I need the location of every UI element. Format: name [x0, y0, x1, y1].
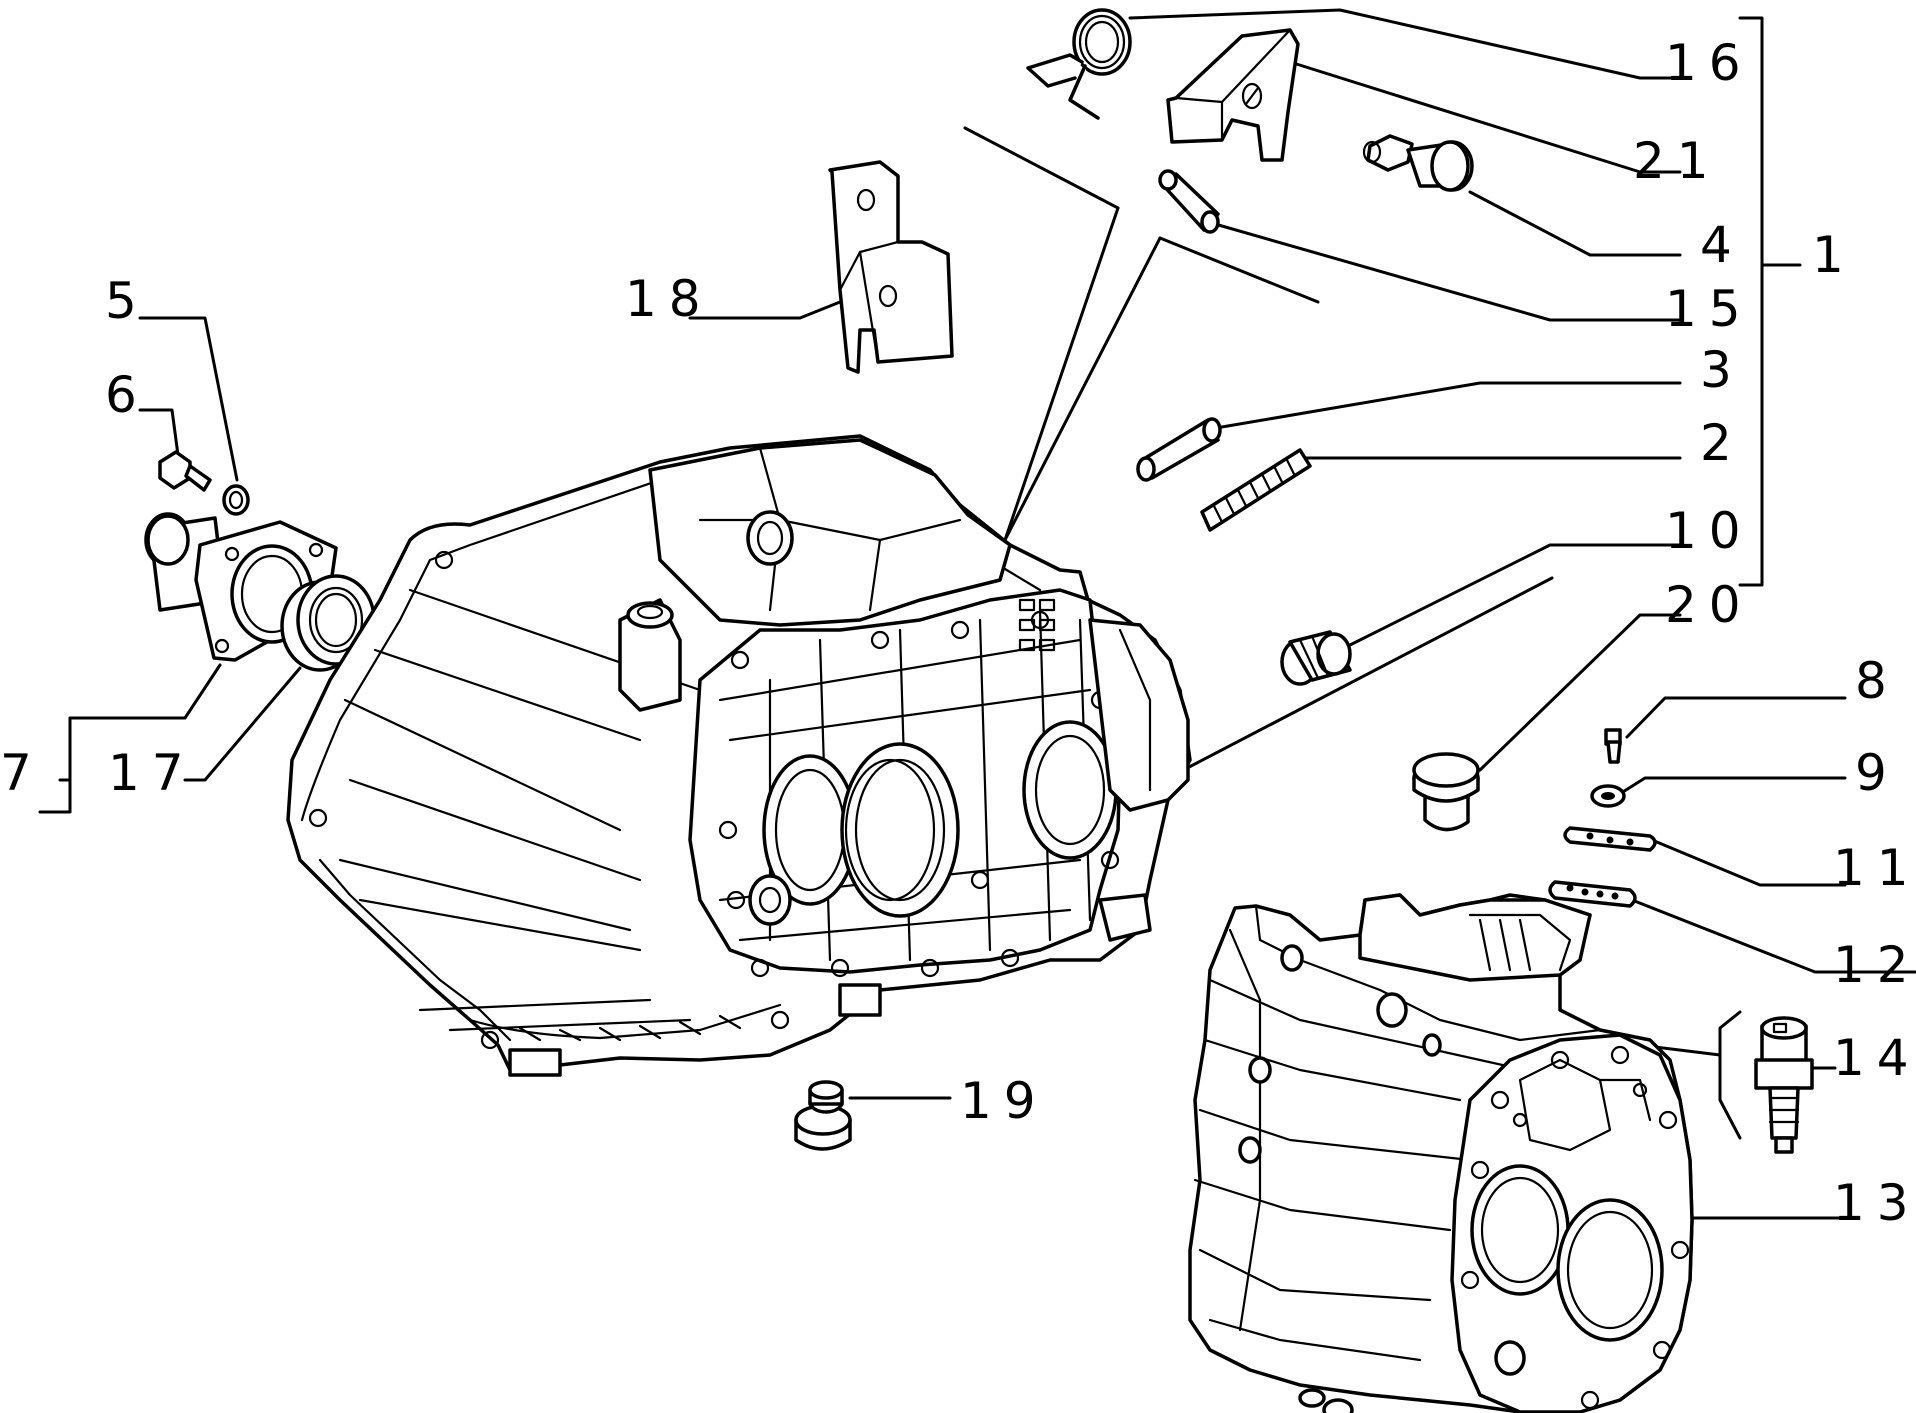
plate-bracket-part	[828, 160, 954, 374]
pivot-pin-part	[1362, 134, 1474, 192]
washer-9	[1590, 784, 1626, 808]
guide-sleeve-7	[144, 512, 338, 662]
label-2: 2	[1700, 414, 1744, 472]
label-7: 7	[0, 744, 44, 802]
spring-part	[1026, 8, 1132, 120]
label-11: 11	[1833, 839, 1916, 897]
label-6: 6	[105, 366, 149, 424]
label-13: 13	[1833, 1174, 1916, 1232]
bolt-8	[1604, 728, 1622, 764]
label-10: 10	[1665, 502, 1753, 560]
label-19: 19	[960, 1072, 1048, 1130]
plug-10	[1280, 630, 1352, 686]
label-14: 14	[1833, 1029, 1916, 1087]
part-labels: 16 21 4 1 15 3 2 10 20 8 9 11 12 14 13 1…	[0, 34, 1916, 1232]
gasket-12	[1548, 880, 1637, 908]
leader-lines	[38, 8, 1916, 1220]
pin-3	[1136, 417, 1222, 482]
stud-2	[1200, 448, 1312, 532]
label-9: 9	[1855, 744, 1899, 802]
roll-pin-15	[1158, 169, 1220, 234]
label-21: 21	[1633, 132, 1721, 190]
label-18: 18	[625, 270, 713, 328]
gasket-11	[1563, 826, 1657, 852]
label-17: 17	[108, 744, 196, 802]
label-3: 3	[1700, 341, 1744, 399]
lever-part	[1166, 28, 1300, 162]
label-16: 16	[1665, 34, 1753, 92]
label-12: 12	[1833, 936, 1916, 994]
label-15: 15	[1665, 280, 1753, 338]
label-20: 20	[1665, 576, 1753, 634]
label-4: 4	[1700, 216, 1744, 274]
clutch-housing	[286, 434, 1192, 1077]
label-5: 5	[105, 272, 149, 330]
label-8: 8	[1855, 652, 1899, 710]
label-1: 1	[1812, 226, 1856, 284]
cap-plug-20	[1412, 752, 1480, 832]
sensor-14	[1754, 1016, 1814, 1154]
bolt-6	[158, 450, 212, 492]
plug-19	[794, 1080, 852, 1151]
gearbox-casing-13	[1188, 893, 1694, 1413]
washer-5	[222, 484, 250, 516]
